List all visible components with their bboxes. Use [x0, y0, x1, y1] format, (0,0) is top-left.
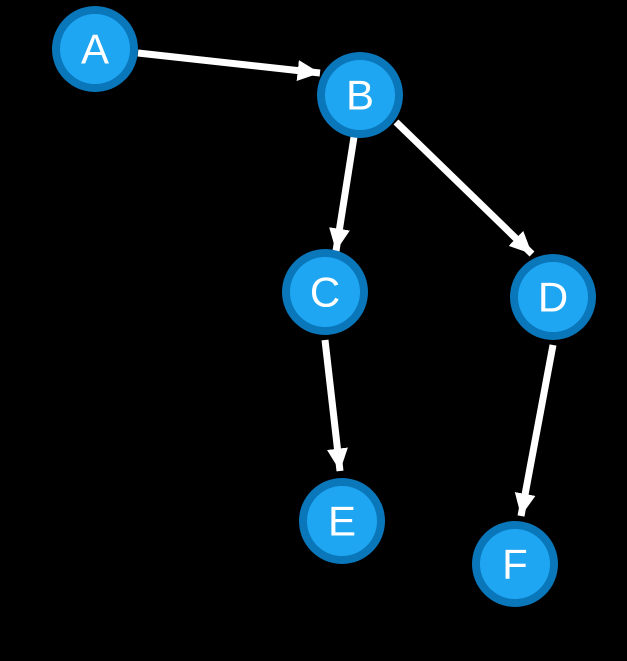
node-B[interactable]: B: [317, 52, 403, 138]
edge-B-D-arrow: [393, 119, 535, 257]
edge-A-B-arrow: [137, 49, 321, 81]
node-C-fill: [290, 257, 360, 327]
edge-B-C-arrow: [329, 136, 358, 252]
node-F-fill: [480, 529, 550, 599]
node-C[interactable]: C: [282, 249, 368, 335]
edge-C-E-arrow: [321, 339, 348, 472]
node-A[interactable]: A: [52, 6, 138, 92]
node-A-fill: [60, 14, 130, 84]
node-F[interactable]: F: [472, 521, 558, 607]
node-E[interactable]: E: [299, 478, 385, 564]
node-B-fill: [325, 60, 395, 130]
node-D-fill: [518, 262, 588, 332]
node-D[interactable]: D: [510, 254, 596, 340]
edge-D-F-arrow: [514, 344, 557, 517]
node-E-fill: [307, 486, 377, 556]
